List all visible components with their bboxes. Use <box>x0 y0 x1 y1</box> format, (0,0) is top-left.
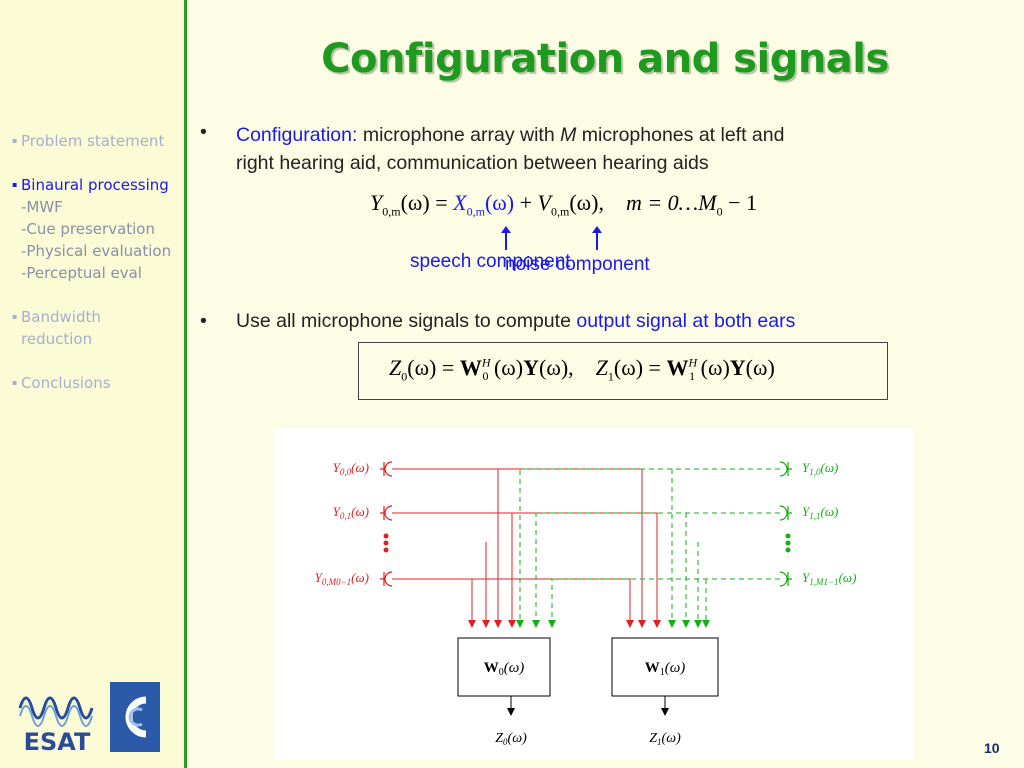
nav-subitem-physical-evaluation[interactable]: -Physical evaluation <box>21 242 172 260</box>
binaural-diagram: Y0,0(ω) Y0,1(ω) Y0,M0−1(ω) Y1,0(ω) Y1,1(… <box>274 428 914 760</box>
left-microphones <box>380 461 393 587</box>
bullet-highlight: output signal at both ears <box>576 310 796 332</box>
sidebar-divider <box>184 0 187 768</box>
block-diagram: Y0,0(ω) Y0,1(ω) Y0,M0−1(ω) Y1,0(ω) Y1,1(… <box>315 460 857 747</box>
bullet-marker: • <box>200 121 207 143</box>
right-input-label-1: Y1,1(ω) <box>802 504 838 521</box>
right-input-label-0: Y1,0(ω) <box>802 460 838 477</box>
output-equation: Z0(ω) = WH0 (ω)Y(ω), Z1(ω) = WH1 (ω)Y(ω) <box>389 355 775 384</box>
nav-subitem-perceptual-eval[interactable]: -Perceptual eval <box>21 264 142 282</box>
esat-logo: ESAT <box>18 686 96 756</box>
noise-component-label: noise component <box>505 254 650 275</box>
nav-bullet: ▪ <box>12 378 18 387</box>
c-logo <box>110 682 160 752</box>
right-wires <box>516 468 780 628</box>
filter-w1-label: W1(ω) <box>645 660 686 678</box>
left-input-label-0: Y0,0(ω) <box>333 460 369 477</box>
sidebar <box>0 0 184 768</box>
left-ellipsis <box>383 533 389 553</box>
signal-model-equation: Y0,m(ω) = X0,m(ω) + V0,m(ω), m = 0…M0 − … <box>370 190 757 219</box>
nav-label: Binaural processing <box>21 176 169 194</box>
right-input-label-2: Y1,M1−1(ω) <box>802 570 856 587</box>
noise-arrow <box>593 226 601 250</box>
filter-w1-block <box>611 637 719 697</box>
nav-item-problem-statement[interactable]: ▪ Problem statement <box>12 130 184 152</box>
nav-label: Problem statement <box>21 132 165 150</box>
left-input-label-2: Y0,M0−1(ω) <box>315 570 369 587</box>
nav-subitem-cue-preservation[interactable]: -Cue preservation <box>21 220 155 238</box>
bullet-output: Use all microphone signals to compute ou… <box>236 310 796 332</box>
svg-text:ESAT: ESAT <box>24 728 91 754</box>
bullet-lead: Configuration: <box>236 124 358 146</box>
nav-label: Conclusions <box>21 374 111 392</box>
right-ellipsis <box>785 533 791 553</box>
nav-bullet: ▪ <box>12 180 18 189</box>
bullet-configuration: Configuration: microphone array with M m… <box>236 124 785 174</box>
slide-title: Configuration and signals <box>321 36 889 82</box>
page-number: 10 <box>984 740 1000 756</box>
right-microphones <box>779 461 792 587</box>
nav-bullet: ▪ <box>12 136 18 145</box>
nav-item-binaural-processing[interactable]: ▪ Binaural processing <box>12 174 184 196</box>
output-equation-box: Z0(ω) = WH0 (ω)Y(ω), Z1(ω) = WH1 (ω)Y(ω) <box>358 342 888 400</box>
nav-bullet: ▪ <box>12 312 18 321</box>
filter-w0-block <box>457 637 551 697</box>
nav-subitem-mwf[interactable]: -MWF <box>21 198 63 216</box>
nav-item-conclusions[interactable]: ▪ Conclusions <box>12 372 184 394</box>
bullet-marker: • <box>200 310 207 332</box>
output-z0-label: Z0(ω) <box>495 731 527 747</box>
outline-nav: ▪ Problem statement ▪ Binaural processin… <box>12 130 184 394</box>
speech-component-label: speech component <box>410 251 571 272</box>
var-m: M <box>560 124 577 146</box>
left-wires <box>392 468 661 628</box>
output-z1-label: Z1(ω) <box>649 731 681 747</box>
left-input-label-1: Y0,1(ω) <box>333 504 369 521</box>
filter-w0-label: W0(ω) <box>484 660 525 678</box>
bullet-line2: right hearing aid, communication between… <box>236 152 709 174</box>
output-arrows <box>507 696 669 716</box>
speech-arrow <box>502 226 510 250</box>
